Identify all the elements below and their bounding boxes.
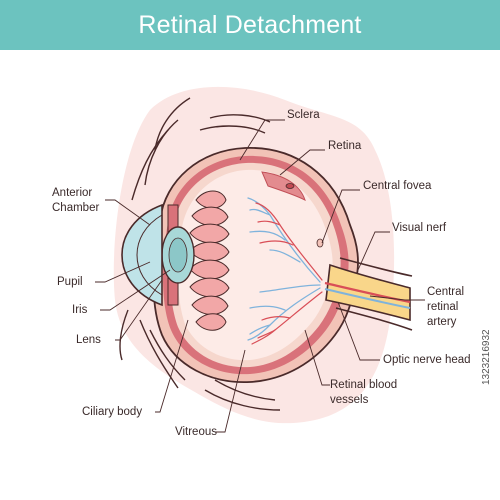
leader-lines: [95, 119, 425, 433]
label-visual-nerf: Visual nerf: [392, 222, 447, 234]
ciliary-body: [189, 190, 230, 331]
central-retinal-artery: [324, 281, 411, 304]
detachment-spot: [285, 183, 295, 189]
label-lens: Lens: [76, 334, 101, 346]
label-ciliary-body: Ciliary body: [82, 406, 143, 418]
retinal-vessels: [247, 197, 323, 345]
title-banner: Retinal Detachment: [0, 0, 500, 50]
optic-nerve-sheath: [339, 257, 413, 277]
central-fovea: [316, 238, 324, 248]
detached-retina: [261, 171, 306, 201]
label-sclera: Sclera: [287, 109, 320, 121]
page-title: Retinal Detachment: [138, 10, 362, 39]
central-retinal-vein: [324, 288, 411, 309]
label-central-fovea: Central fovea: [363, 180, 432, 192]
label-pupil: Pupil: [57, 276, 83, 288]
cornea: [121, 203, 163, 307]
label-iris: Iris: [72, 304, 88, 316]
label-anterior-chamber-2: Chamber: [52, 202, 100, 214]
label-retinal-blood-vessels-2: vessels: [330, 394, 369, 406]
label-central-retinal-artery-3: artery: [427, 316, 457, 328]
label-optic-nerve-head: Optic nerve head: [383, 354, 471, 366]
label-anterior-chamber-1: Anterior: [52, 187, 93, 199]
label-vitreous: Vitreous: [175, 426, 217, 438]
label-central-retinal-artery-1: Central: [427, 286, 465, 298]
label-retinal-blood-vessels-1: Retinal blood: [330, 379, 398, 391]
label-retina: Retina: [328, 140, 362, 152]
label-central-retinal-artery-2: retinal: [427, 301, 459, 313]
watermark-id: 1323216932: [481, 329, 492, 385]
lens-inner: [168, 237, 188, 273]
